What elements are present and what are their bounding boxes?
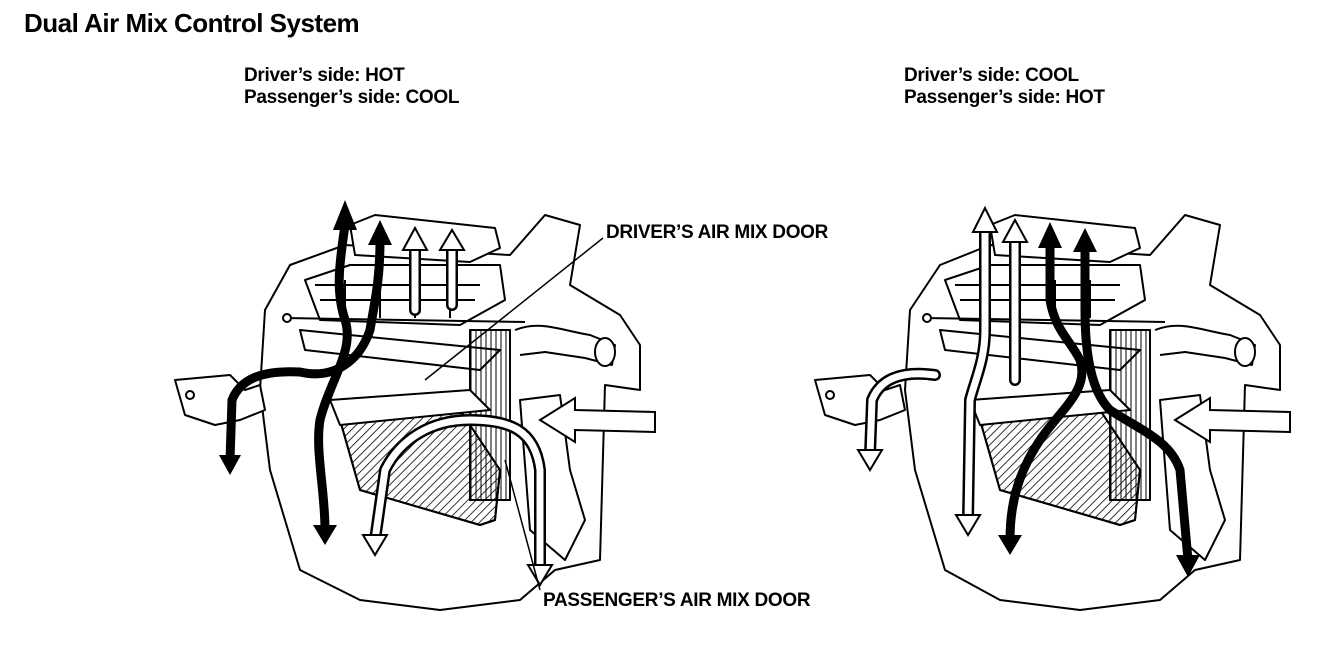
left-cool-arrowhead-4 <box>361 534 389 557</box>
right-panel-caption: Driver’s side: COOL Passenger’s side: HO… <box>904 65 1105 109</box>
right-cool-arrowhead-3 <box>954 514 982 537</box>
left-panel-caption: Driver’s side: HOT Passenger’s side: COO… <box>244 65 459 109</box>
left-hot-arrowhead-1 <box>333 200 357 230</box>
right-hot-arrowhead-2 <box>1073 228 1097 252</box>
right-hot-arrowhead-1 <box>1038 222 1062 248</box>
right-cool-arrowhead-4 <box>856 449 884 472</box>
right-hot-arrowhead-3 <box>998 535 1022 555</box>
left-cool-arrowhead-2 <box>438 228 466 251</box>
left-cool-arrowhead-1 <box>401 225 429 251</box>
passengers-air-mix-door-callout: PASSENGER’S AIR MIX DOOR <box>543 590 811 611</box>
left-hot-arrowhead-3 <box>313 525 337 545</box>
left-hot-arrowhead-2 <box>368 220 392 245</box>
left-hot-arrowhead-4 <box>219 455 241 475</box>
right-hot-flow-arrows <box>1005 240 1193 565</box>
left-driver-door-leader <box>424 237 604 381</box>
right-cool-arrowhead-2 <box>1001 217 1029 243</box>
right-cool-arrowhead-1 <box>971 205 999 233</box>
right-passenger-side-label: Passenger’s side: HOT <box>904 87 1105 108</box>
left-passenger-side-label: Passenger’s side: COOL <box>244 87 460 108</box>
page-title: Dual Air Mix Control System <box>24 8 360 38</box>
left-passenger-door-leader <box>504 459 541 591</box>
right-driver-side-label: Driver’s side: COOL <box>904 65 1079 86</box>
right-intake-arrow <box>1173 396 1291 444</box>
left-hot-flow-arrows <box>225 220 385 535</box>
drivers-air-mix-door-callout: DRIVER’S AIR MIX DOOR <box>606 222 829 243</box>
right-hot-arrowhead-4 <box>1176 555 1200 577</box>
left-driver-side-label: Driver’s side: HOT <box>244 65 405 86</box>
left-intake-arrow <box>538 396 656 444</box>
